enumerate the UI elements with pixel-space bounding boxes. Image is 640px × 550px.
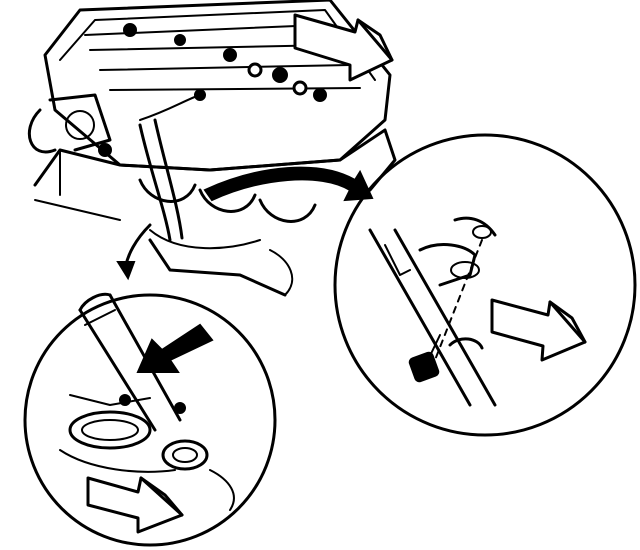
bolt-icon [408,334,441,383]
tube-seal-detail-view [23,292,277,547]
curved-pointer-arrow-icon [203,166,374,202]
pull-arrow-icon [86,476,184,534]
push-arrow-icon [490,298,587,362]
engine-block [27,0,397,297]
down-push-arrow-icon [136,323,214,373]
down-pointer-arrow-icon [116,223,152,281]
bolt-detail-view [333,133,637,437]
direction-arrow-icon [293,13,394,82]
